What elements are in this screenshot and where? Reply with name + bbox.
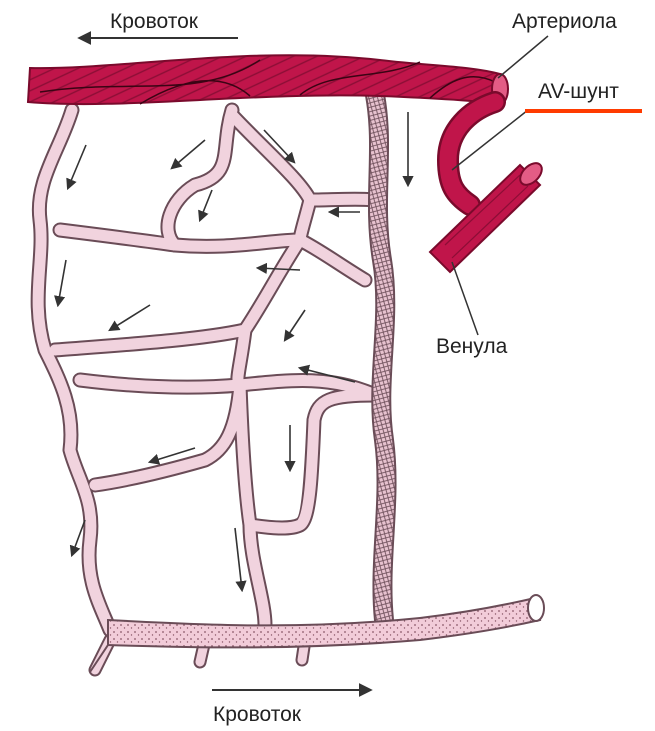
label-flow-bottom: Кровоток	[213, 704, 301, 725]
thoroughfare-channel	[375, 95, 387, 620]
capillary-network	[38, 110, 375, 670]
arteriole-vessel	[28, 55, 508, 104]
venule-vessel	[90, 595, 544, 672]
label-flow-top: Кровоток	[110, 11, 198, 32]
av-shunt-vessel	[430, 102, 546, 272]
label-arteriole: Артериола	[512, 11, 617, 32]
label-av-shunt: AV-шунт	[538, 81, 619, 102]
label-venule: Венула	[436, 336, 507, 357]
